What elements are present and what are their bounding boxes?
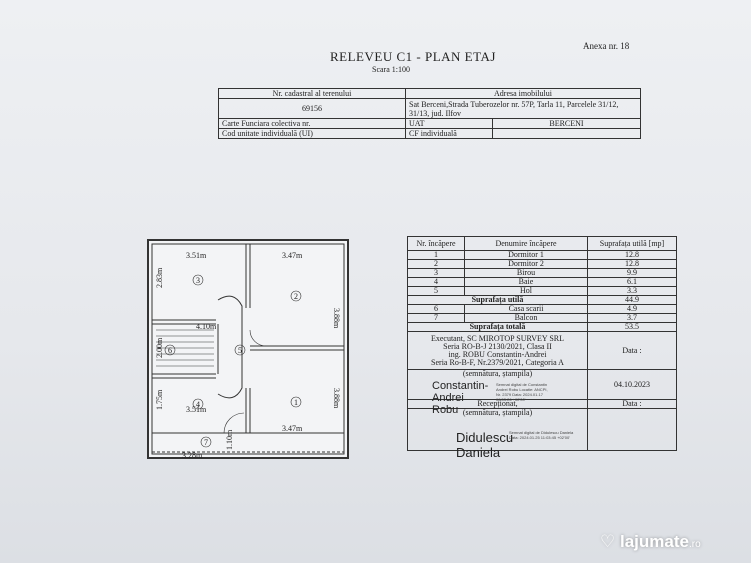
dim-label: 3.88m: [332, 308, 341, 329]
watermark-brand: lajumate: [619, 532, 689, 551]
dim-label: 3.28m: [182, 451, 203, 460]
sign-label: (semnătura, ștampila): [462, 369, 533, 378]
executant-line: ing. ROBU Constantin-Andrei: [448, 349, 547, 359]
address-value: Sat Berceni,Strada Tuberozelor nr. 57P, …: [405, 98, 641, 119]
signature-details: Semnat digital de Constantin Andrei Robu…: [496, 382, 548, 402]
cadastral-value: 69156: [218, 98, 406, 119]
cf-individual-label: CF individuală: [405, 128, 493, 139]
room-nr: 7: [407, 313, 465, 323]
dim-label: 4.10m: [196, 322, 217, 331]
room-number: 6: [168, 346, 172, 355]
annex-number: Anexa nr. 18: [583, 41, 630, 51]
uat-label: UAT: [405, 118, 493, 129]
watermark: ♡ lajumate.ro: [600, 532, 701, 552]
executant-line: Seria Ro-B-F, Nr.2379/2021, Categoria A: [431, 357, 564, 367]
dim-label: 3.88m: [332, 388, 341, 409]
ui-label: Cod unitate individuală (UI): [218, 128, 406, 139]
room-number: 3: [196, 276, 200, 285]
digital-signature-1: Constantin-Andrei Robu: [432, 380, 492, 416]
watermark-suffix: .ro: [688, 539, 701, 550]
data-label-2: Data :: [587, 399, 677, 409]
signature-name: Didulescu Daniela: [456, 430, 514, 460]
dim-label: 1.10m: [225, 429, 234, 450]
date-value: 04.10.2023: [587, 369, 677, 400]
room-number: 4: [196, 400, 200, 409]
room-number: 2: [294, 292, 298, 301]
col-header: Denumire încăpere: [464, 236, 588, 251]
dim-label: 3.51m: [186, 251, 207, 260]
room-number: 1: [294, 398, 298, 407]
total-area-label: Suprafața totală: [407, 322, 588, 332]
data-label: Data :: [587, 331, 677, 370]
dim-label: 2.83m: [155, 267, 164, 288]
executant-line: Seria RO-B-J 2130/2021, Clasa II: [443, 341, 552, 351]
room-number: 5: [238, 346, 242, 355]
dim-label: 3.47m: [282, 251, 303, 260]
signature-details: Semnat digital de Didulescu Daniela Data…: [509, 430, 574, 440]
digital-signature-2: Didulescu Daniela: [456, 430, 516, 460]
floor-plan: 3.51m 3.47m 2.83m 3.88m 4.10m 2.00m 1.75…: [147, 239, 349, 460]
cadastral-label: Nr. cadastral al terenului: [218, 88, 406, 99]
col-header: Suprafața utilă [mp]: [587, 236, 677, 251]
executant-line: Executant, SC MIROTOP SURVEY SRL: [430, 333, 565, 343]
dim-label: 1.75m: [155, 389, 164, 410]
total-area-value: 53.5: [587, 322, 677, 332]
heart-check-icon: ♡: [600, 532, 616, 551]
scale-label: Scara 1:100: [372, 65, 410, 74]
document-title: RELEVEU C1 - PLAN ETAJ: [330, 49, 496, 64]
dim-label: 2.00m: [155, 337, 164, 358]
cf-label: Carte Funciara colectiva nr.: [218, 118, 406, 129]
address-label: Adresa imobilului: [405, 88, 641, 99]
executant-block: Executant, SC MIROTOP SURVEY SRL Seria R…: [407, 331, 588, 370]
sign-label: (semnătura, ștampila): [462, 408, 533, 417]
uat-value: BERCENI: [492, 118, 641, 129]
signature-name: Constantin-Andrei Robu: [432, 380, 489, 416]
col-header: Nr. încăpere: [407, 236, 465, 251]
rooms-table: Nr. încăpere Denumire încăpere Suprafața…: [407, 236, 677, 451]
dim-label: 3.51m: [186, 405, 207, 414]
room-number: 7: [204, 438, 208, 447]
dim-label: 3.47m: [282, 424, 303, 433]
room-nr: 5: [407, 286, 465, 296]
property-info-table: Nr. cadastral al terenului Adresa imobil…: [218, 88, 641, 139]
receptionat-signature-cell: (semnătura, ștampila): [407, 408, 588, 451]
